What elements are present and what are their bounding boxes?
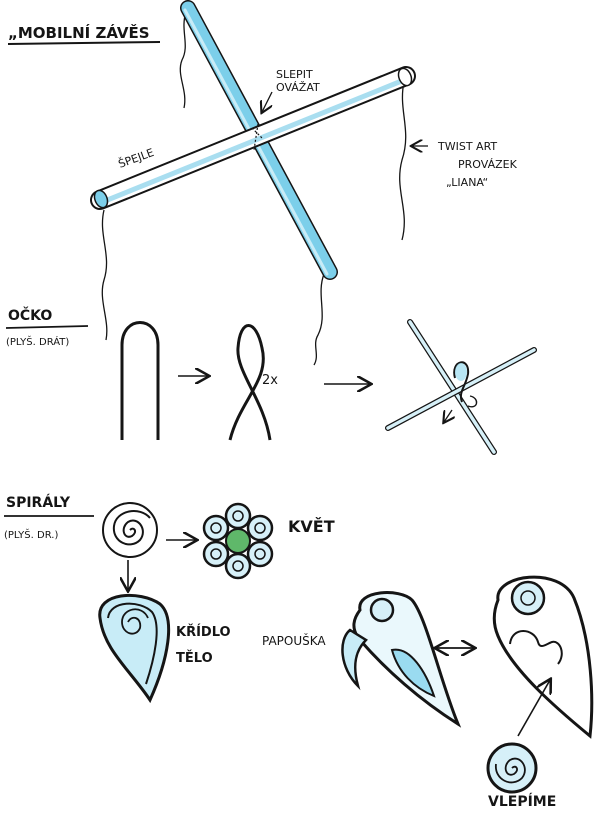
teardrop-wing-body — [98, 593, 171, 704]
tie-knot — [251, 123, 263, 151]
hanging-string — [101, 209, 108, 341]
glue-arrow — [262, 91, 273, 112]
glue-in-arrow — [517, 680, 550, 737]
small-cross-with-loop — [385, 319, 537, 455]
spirals-heading: SPIRÁLY — [6, 494, 71, 511]
body-label: TĚLO — [176, 650, 213, 666]
glue-in-label: VLEPÍME — [488, 793, 556, 810]
loop-heading: OČKO — [8, 306, 52, 324]
page-title: „MOBILNÍ ZÁVĚS — [8, 23, 150, 42]
flower — [202, 502, 274, 580]
parrot-head-teardrop — [341, 591, 462, 728]
wing-label: KŘÍDLO — [176, 624, 231, 640]
skewer-label: ŠPEJLE — [117, 146, 156, 171]
small-spiral-disc — [486, 742, 538, 794]
hanging-string — [399, 81, 407, 241]
wire-loop — [453, 361, 470, 403]
title-underline — [7, 41, 161, 45]
twisted-loop — [228, 324, 272, 441]
spirals-subheading: (PLYŠ. DR.) — [4, 528, 58, 541]
wire-u-shape — [120, 321, 160, 440]
tie-label: OVÁŽAT — [276, 81, 320, 94]
parrot-beak — [341, 628, 368, 691]
parrot-label: PAPOUŠKA — [262, 633, 326, 648]
stick-cross — [90, 0, 416, 366]
loop-subheading: (PLYŠ. DRÁT) — [6, 335, 69, 348]
string-label: „LIANA“ — [446, 176, 488, 189]
flower-center — [225, 528, 251, 554]
hanging-string — [313, 273, 325, 366]
parrot-eye-spiral — [369, 597, 395, 623]
twist-count: 2x — [262, 373, 278, 388]
flower-label: KVĚT — [288, 517, 335, 536]
parrot-finished-teardrop — [492, 575, 594, 739]
string-label: TWIST ART — [437, 140, 497, 153]
string-label: PROVÁZEK — [458, 158, 518, 171]
single-spiral — [102, 502, 158, 558]
hanging-string — [179, 11, 187, 109]
glue-label: SLEPIT — [276, 68, 313, 81]
parrot-head-spiral — [510, 580, 546, 616]
